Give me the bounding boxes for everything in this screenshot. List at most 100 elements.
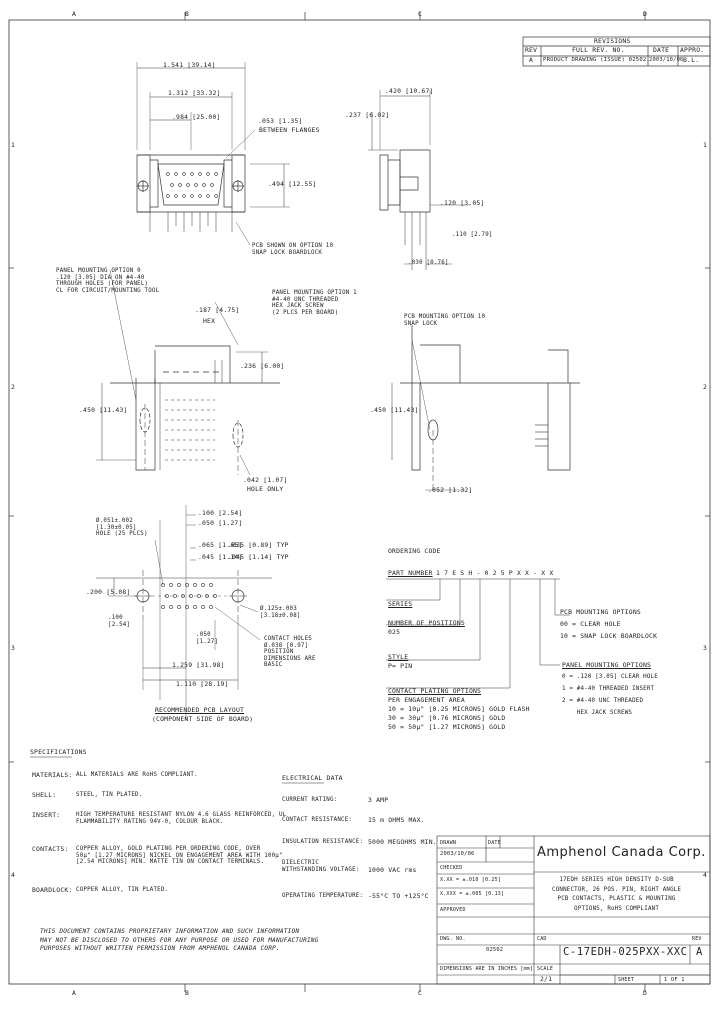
approved-label: APPROVED: [440, 907, 466, 913]
side-dim-top: .420 [10.67]: [385, 87, 434, 95]
border-col-a-top: A: [72, 10, 77, 18]
elec-value-0: 3 AMP: [368, 796, 389, 804]
part-number-value: 1 7 E S H - 0 2 5 P X X - X X: [436, 569, 554, 577]
border-row-4-right: 4: [703, 871, 708, 879]
ordering-leaders: [386, 578, 570, 689]
snap-lock-note: PCB MOUNTING OPTION 10 SNAP LOCK: [404, 314, 486, 327]
front-hex-label: HEX: [203, 317, 216, 325]
spec-label-0: MATERIALS:: [32, 771, 73, 779]
units-note: DIMENSIONS ARE IN INCHES [mm]: [440, 966, 534, 972]
revisions-header-rev: REV: [525, 46, 538, 54]
checked-label: CHECKED: [440, 865, 463, 871]
positions-value: 025: [388, 628, 401, 636]
proprietary-notice: THIS DOCUMENT CONTAINS PROPRIETARY INFOR…: [40, 928, 319, 953]
border-row-1-left: 1: [11, 141, 16, 149]
panel-opt-0: 0 = .120 [3.05] CLEAR HOLE: [562, 674, 658, 680]
elec-value-2: 5000 MEGOHMS MIN.: [368, 838, 437, 846]
pcb-dim-b: .050 [1.27]: [198, 519, 243, 527]
border-col-a-bottom: A: [72, 989, 77, 997]
border-row-4-left: 4: [11, 871, 16, 879]
spec-text-1: STEEL, TIN PLATED.: [76, 792, 143, 798]
dwg-number: 02502: [486, 947, 504, 953]
elec-value-3: 1000 VAC rms: [368, 866, 417, 874]
revisions-row-full: PRODUCT DRAWING (ISSUE) 02502: [543, 57, 647, 63]
front-dim-hex: .187 [4.75]: [195, 306, 240, 314]
positions-label: NUMBER OF POSITIONS: [388, 619, 465, 627]
elec-label-4: OPERATING TEMPERATURE:: [282, 893, 364, 899]
pcb-opt-2: 10 = SNAP LOCK BOARDLOCK: [560, 632, 658, 640]
side-dim-b: .110 [2.79]: [452, 232, 493, 238]
sheet-label: SHEET: [618, 977, 635, 983]
pcb-note-top: PCB SHOWN ON OPTION 10 SNAP LOCK BOARDLO…: [252, 243, 334, 256]
pcb-caption-sub: (COMPONENT SIDE OF BOARD): [152, 715, 254, 723]
jack-screw-note: PANEL MOUNTING OPTION 1 #4-40 UNC THREAD…: [272, 290, 357, 316]
border-col-b-top: B: [185, 10, 190, 18]
drawing-description: 17EDH SERIES HIGH DENSITY D-SUB CONNECTO…: [552, 877, 682, 912]
pcb-dim-a: .100 [2.54]: [198, 509, 243, 517]
front-view-lines: [96, 269, 280, 476]
panel-opt-3: HEX JACK SCREWS: [562, 710, 633, 716]
spec-text-3: COPPER ALLOY, GOLD PLATING PER ORDERING …: [76, 846, 283, 866]
cad-label: CAD: [537, 936, 547, 942]
elec-label-2: INSULATION RESISTANCE:: [282, 839, 364, 845]
front-bottom-label: HOLE ONLY: [247, 485, 284, 493]
rear-view-lines: [391, 325, 580, 491]
tolerance-0: X.XX = ±.010 [0.25]: [440, 877, 501, 883]
plating-label: CONTACT PLATING OPTIONS: [388, 687, 482, 695]
spec-label-3: CONTACTS:: [32, 845, 69, 853]
spec-label-1: SHELL:: [32, 791, 57, 799]
elec-value-4: -55°C TO +125°C: [368, 892, 429, 900]
spec-label-4: BOARDLOCK:: [32, 886, 73, 894]
between-flanges-text: BETWEEN FLANGES: [259, 126, 320, 134]
ordering-title: ORDERING CODE: [388, 547, 441, 555]
pcb-dim-c: .065 [1.65]: [198, 541, 243, 549]
revisions-row-date: 2003/10/06: [649, 57, 684, 63]
border-col-b-bottom: B: [185, 989, 190, 997]
revisions-header-date: DATE: [653, 46, 670, 54]
scale-value: 2/1: [540, 975, 553, 983]
dim-overall: 1.541 [39.14]: [163, 61, 216, 69]
revisions-table-lines: [522, 36, 711, 67]
border-row-2-right: 2: [703, 383, 708, 391]
style-label: STYLE: [388, 653, 409, 661]
pcb-dim-e: .035 [0.89] TYP: [228, 541, 289, 549]
elec-label-1: CONTACT RESISTANCE:: [282, 817, 353, 823]
pcb-mount-hole-dia: Ø.125±.003 [3.18±0.08]: [260, 606, 301, 619]
title-block-lines: [436, 835, 711, 985]
elec-label-0: CURRENT RATING:: [282, 797, 338, 803]
sheet-value: 1 OF 1: [664, 977, 685, 983]
pcb-dim-f: .045 [1.14] TYP: [228, 553, 289, 561]
rev-value: A: [696, 946, 703, 958]
drawn-label: DRAWN: [440, 840, 457, 846]
plating-line-0: PER ENGAGEMENT AREA: [388, 696, 465, 704]
dim-half: .984 [25.00]: [172, 113, 221, 121]
border-row-3-left: 3: [11, 644, 16, 652]
company-name: Amphenol Canada Corp.: [537, 845, 706, 860]
tolerance-1: X.XXX = ±.005 [0.13]: [440, 891, 505, 897]
front-dim-right: .236 [6.00]: [240, 362, 285, 370]
elec-value-1: 15 m OHMS MAX.: [368, 816, 425, 824]
plating-line-3: 50 = 50μ" [1.27 MICRONS] GOLD: [388, 723, 506, 731]
front-dim-bottom: .042 [1.07]: [243, 476, 288, 484]
pcb-dim-left2: .100 [2.54]: [108, 615, 131, 628]
front-dim-left: .450 [11.43]: [79, 406, 128, 414]
part-number-title: C-17EDH-025PXX-XXC: [563, 946, 688, 958]
pcb-dim-g: .050 [1.27]: [196, 632, 219, 645]
pcb-dim-h: 1.259 [31.98]: [172, 661, 225, 669]
dim-top-height: .494 [12.55]: [268, 180, 317, 188]
border-row-2-left: 2: [11, 383, 16, 391]
revisions-title: REVISIONS: [594, 37, 631, 45]
panel-opt-title: PANEL MOUNTING OPTIONS: [562, 661, 652, 669]
style-value: P= PIN: [388, 662, 413, 670]
pcb-opt-1: 00 = CLEAR HOLE: [560, 620, 621, 628]
plating-line-1: 10 = 10μ" [0.25 MICRONS] GOLD FLASH: [388, 705, 530, 713]
side-view-lines: [368, 90, 470, 270]
revisions-header-appro: APPRO.: [680, 46, 705, 54]
spec-label-2: INSERT:: [32, 811, 61, 819]
border-col-d-top: D: [643, 10, 648, 18]
elec-label-3: DIELECTRIC WITHSTANDING VOLTAGE:: [282, 860, 360, 873]
revisions-row-appro: B.L.: [683, 56, 700, 64]
series-label: SERIES: [388, 600, 413, 608]
